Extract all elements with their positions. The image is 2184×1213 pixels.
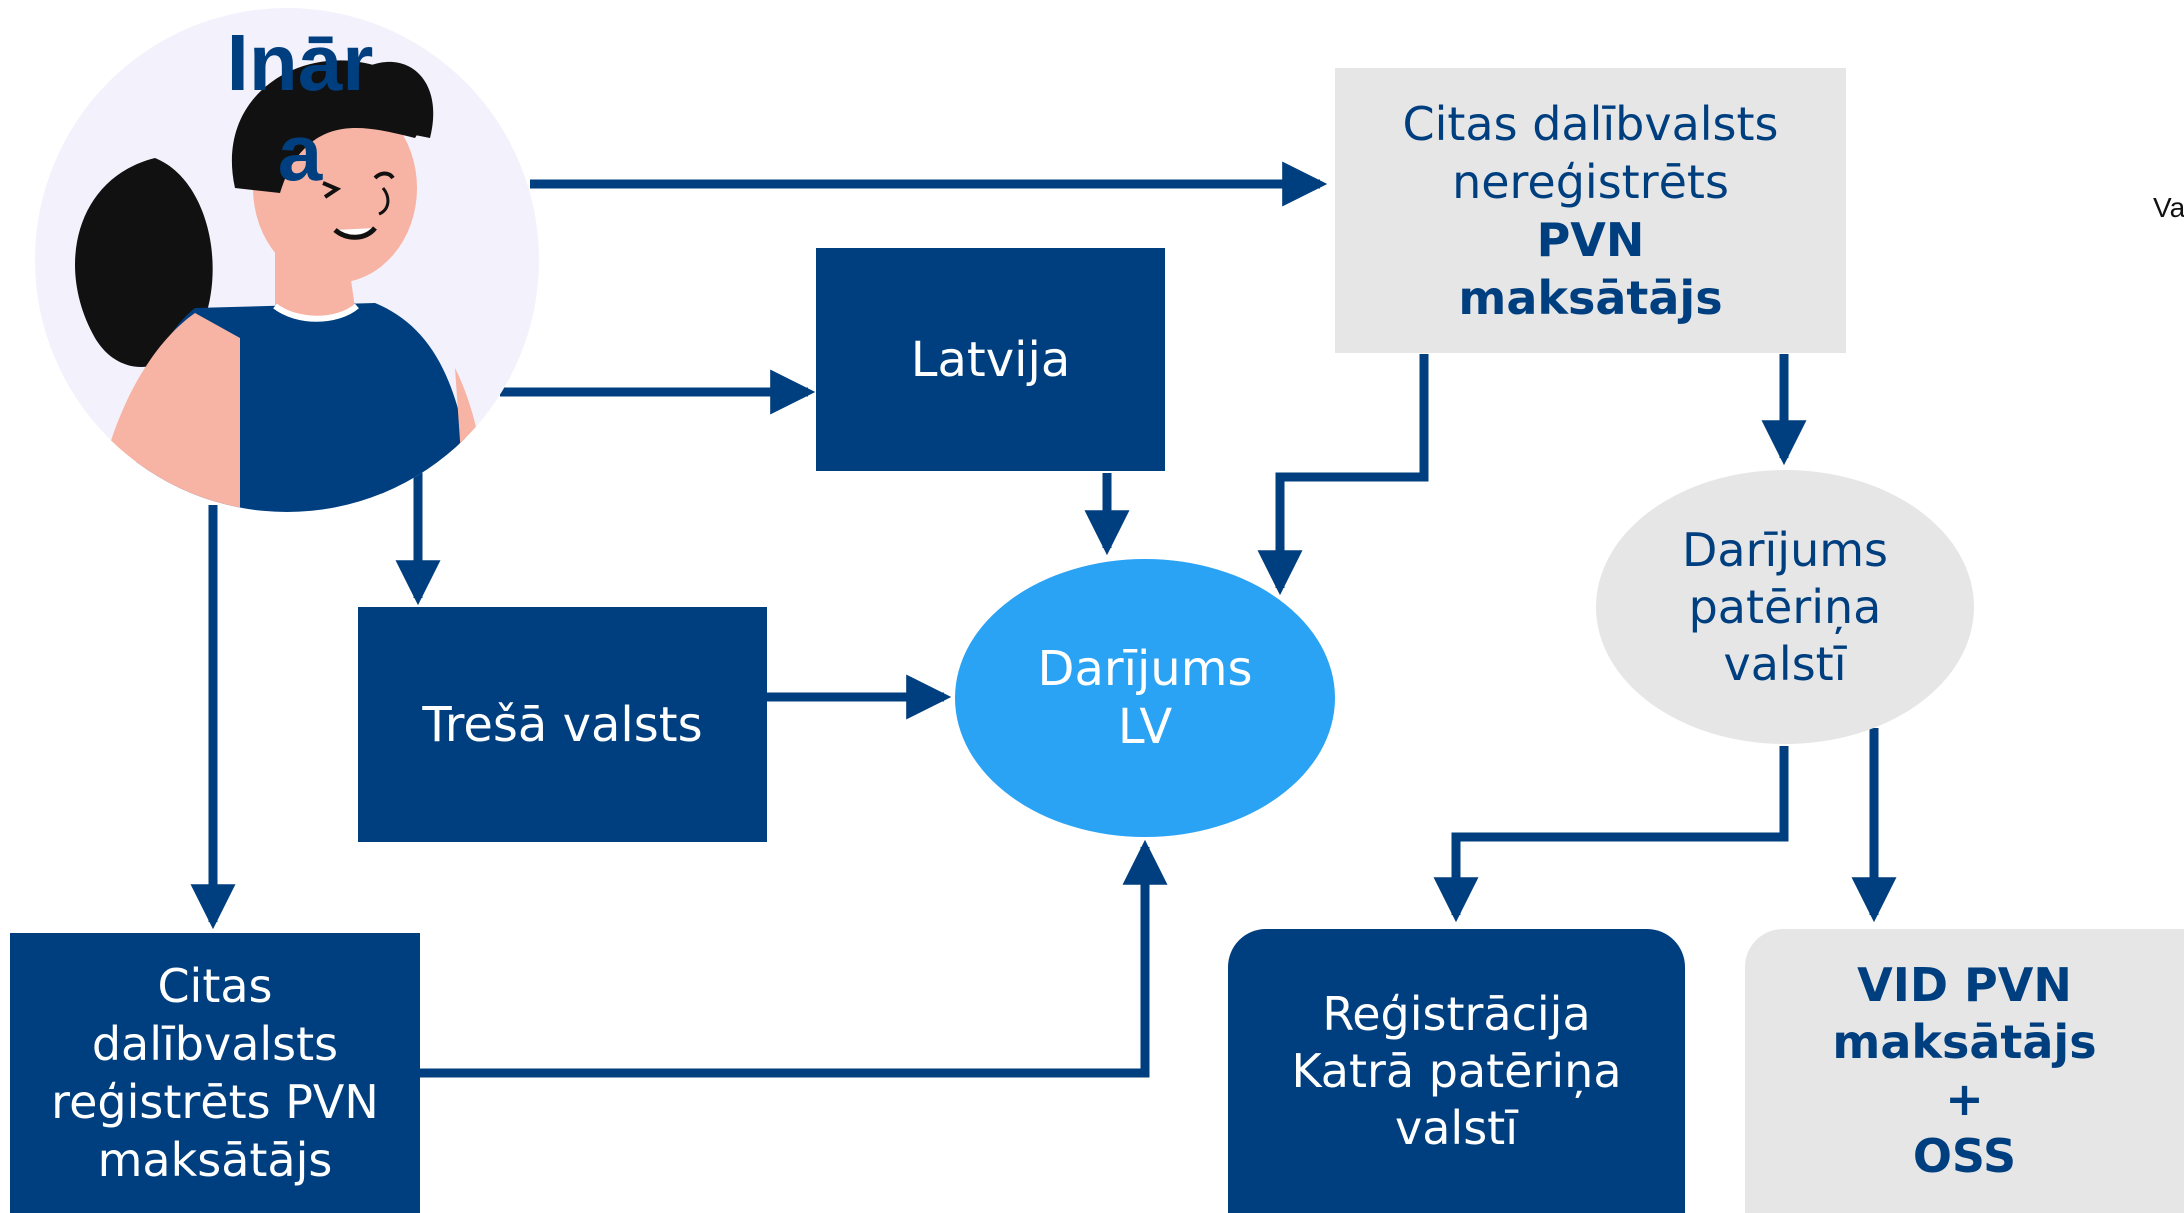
node-darijums-lv: Darījums LV bbox=[955, 559, 1335, 837]
node-citas-nereg-line1: Citas dalībvalsts bbox=[1402, 96, 1779, 151]
node-darijums-pateriņa: Darījums patēriņa valstī bbox=[1596, 470, 1974, 744]
arrow-citas-reg-to-darijums-lv bbox=[420, 839, 1168, 1078]
node-darijums-lv-line2: LV bbox=[1117, 699, 1173, 755]
node-citas-nereg-line3: PVN bbox=[1536, 212, 1645, 267]
node-latvija: Latvija bbox=[816, 248, 1165, 471]
avatar: Inār a bbox=[35, 8, 540, 513]
node-registracija-line1: Reģistrācija bbox=[1322, 986, 1591, 1041]
node-citas-nereg-line2: nereģistrēts bbox=[1452, 154, 1729, 209]
woman-avatar-icon bbox=[35, 8, 539, 512]
avatar-name-line2: a bbox=[277, 108, 323, 197]
node-citas-reg-line1: Citas bbox=[157, 959, 273, 1013]
edge-label: Va bbox=[2153, 192, 2184, 223]
node-latvija-label: Latvija bbox=[910, 331, 1071, 388]
arrow-citas-nereg-to-darijums-lv bbox=[1257, 354, 1429, 596]
node-darijums-lv-line1: Darījums bbox=[1037, 641, 1253, 697]
node-citas-nereg: Citas dalībvalsts nereģistrēts PVN maksā… bbox=[1335, 68, 1846, 353]
avatar-name: Inār a bbox=[180, 18, 420, 198]
node-vid-oss-line4: OSS bbox=[1912, 1129, 2017, 1183]
arrow-pateriņa-to-registracija bbox=[1433, 746, 1789, 923]
node-citas-reg: Citas dalībvalsts reģistrēts PVN maksātā… bbox=[10, 933, 420, 1213]
node-vid-oss: VID PVN maksātājs + OSS bbox=[1745, 929, 2184, 1213]
node-vid-oss-line1: VID PVN bbox=[1857, 958, 2072, 1012]
node-vid-oss-line2: maksātājs bbox=[1832, 1015, 2097, 1069]
node-darijums-pateriņa-line3: valstī bbox=[1723, 636, 1847, 691]
node-citas-reg-line2: dalībvalsts bbox=[91, 1017, 339, 1071]
node-darijums-pateriņa-line2: patēriņa bbox=[1688, 579, 1882, 634]
node-tresa-valsts-label: Trešā valsts bbox=[422, 696, 703, 753]
node-registracija-line3: valstī bbox=[1395, 1100, 1518, 1155]
node-citas-reg-line4: maksātājs bbox=[97, 1133, 333, 1187]
node-registracija-line2: Katrā patēriņa bbox=[1291, 1043, 1622, 1098]
node-darijums-pateriņa-line1: Darījums bbox=[1681, 522, 1888, 577]
avatar-name-line1: Inār bbox=[226, 18, 374, 107]
node-tresa-valsts: Trešā valsts bbox=[358, 607, 767, 842]
node-registracija: Reģistrācija Katrā patēriņa valstī bbox=[1228, 929, 1685, 1213]
node-citas-reg-line3: reģistrēts PVN bbox=[51, 1075, 379, 1129]
node-vid-oss-line3: + bbox=[1945, 1072, 1984, 1126]
node-citas-nereg-line4: maksātājs bbox=[1458, 270, 1723, 325]
